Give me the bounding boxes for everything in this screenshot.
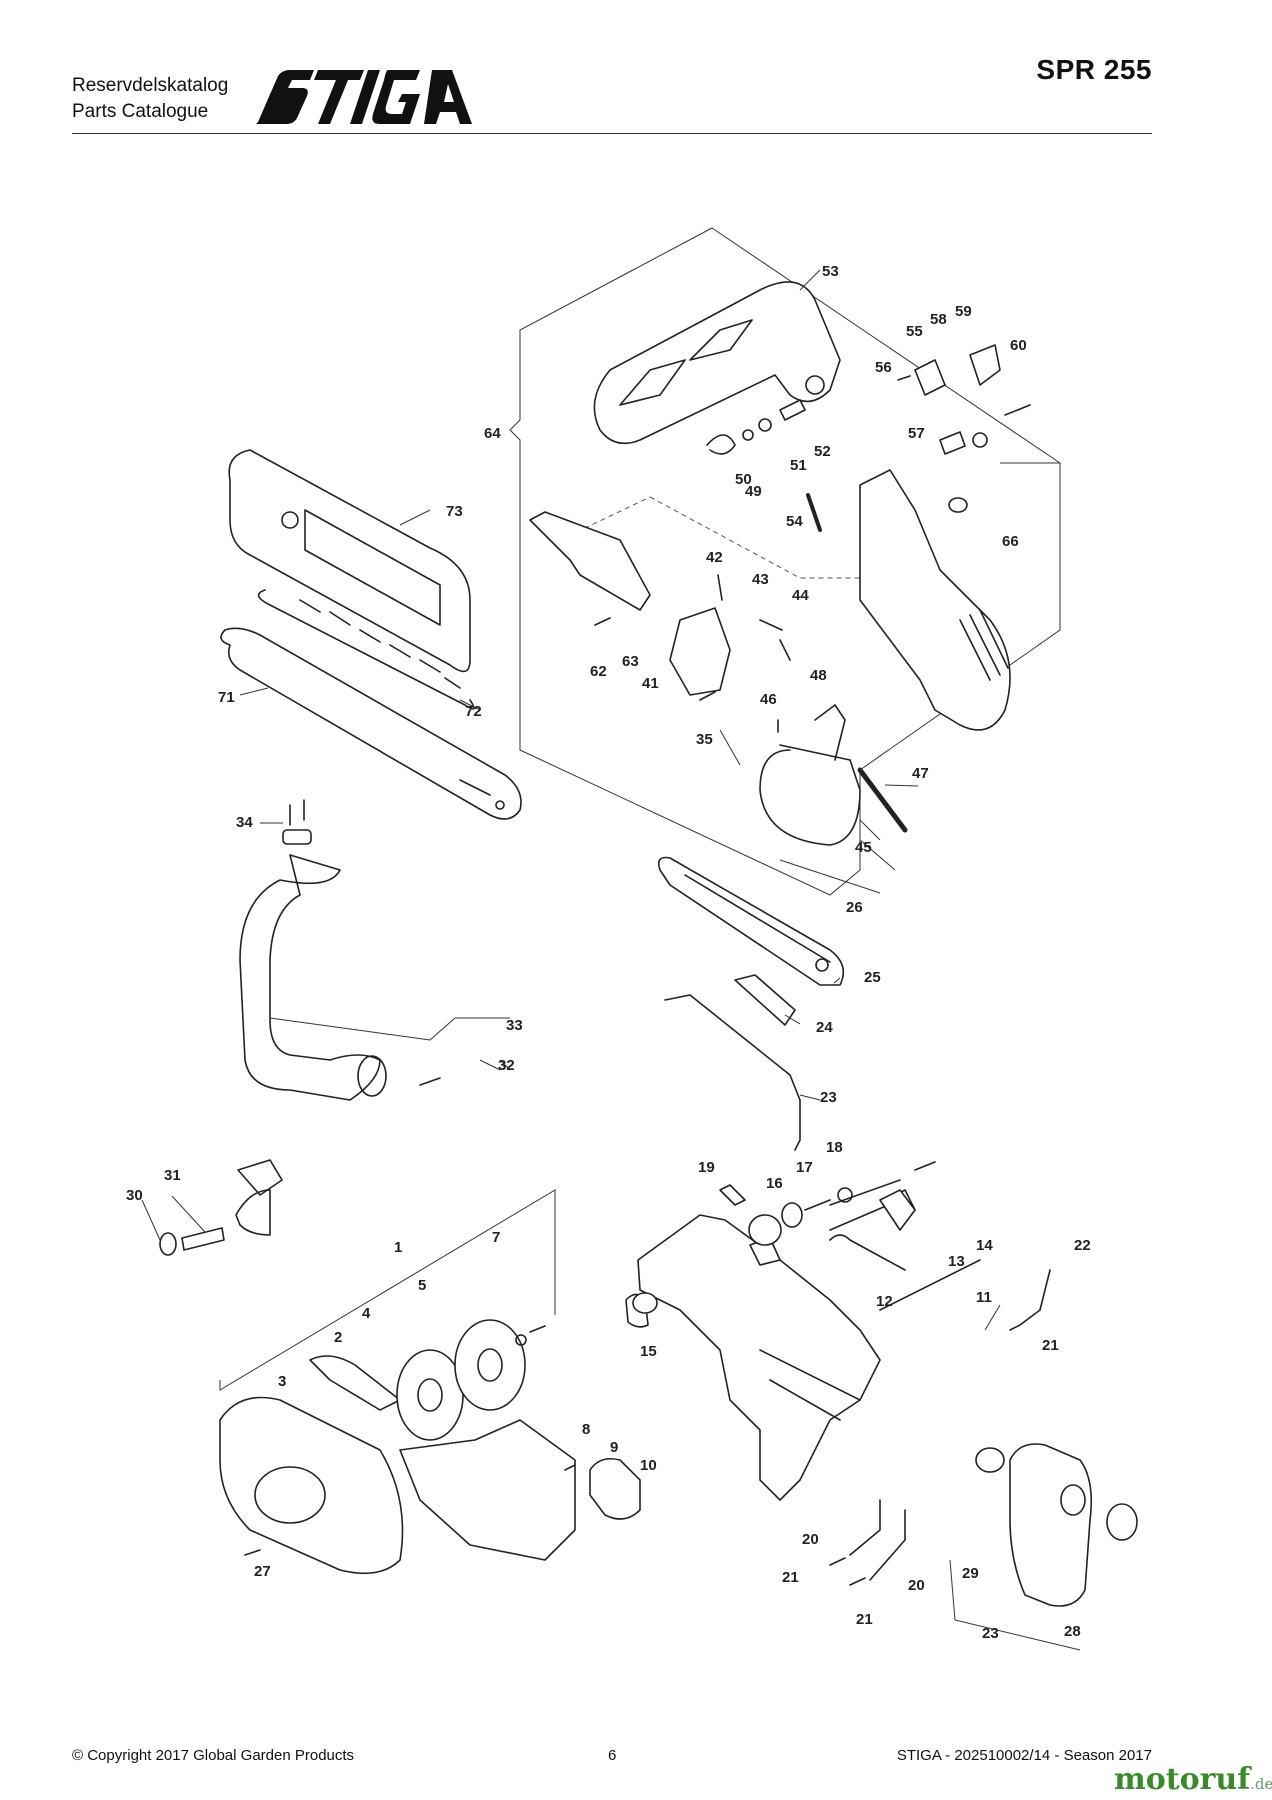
callout-18: 18 bbox=[826, 1139, 843, 1156]
callout-32: 31 bbox=[164, 1167, 181, 1184]
callout-21-a: 21 bbox=[1042, 1337, 1059, 1354]
callout-24: 23 bbox=[820, 1089, 837, 1106]
callout-54: 53 bbox=[822, 263, 839, 280]
callout-21-b: 21 bbox=[782, 1569, 799, 1586]
part-23-29-30-cap bbox=[949, 1443, 1138, 1651]
callout-33: 32 bbox=[498, 1057, 515, 1074]
callout-44: 43 bbox=[752, 571, 769, 588]
callout-20-b: 20 bbox=[908, 1577, 925, 1594]
part-50-61-small-parts bbox=[706, 344, 1031, 455]
callout-71: 71 bbox=[218, 689, 235, 706]
leader-lines bbox=[141, 269, 919, 1241]
part-1-starter bbox=[219, 1319, 546, 1575]
callout-49: 48 bbox=[810, 667, 827, 684]
callout-30: 29 bbox=[962, 1565, 979, 1582]
callout-43: 42 bbox=[706, 549, 723, 566]
callout-57: 56 bbox=[875, 359, 892, 376]
stiga-logo bbox=[256, 70, 472, 124]
callout-41: 35 bbox=[696, 731, 713, 748]
callout-13: 13 bbox=[948, 1253, 965, 1270]
model-number: SPR 255 bbox=[1036, 54, 1152, 85]
callout-47: 46 bbox=[760, 691, 777, 708]
callout-8: 8 bbox=[582, 1421, 590, 1438]
callout-10: 10 bbox=[640, 1457, 657, 1474]
callout-4: 4 bbox=[362, 1305, 371, 1322]
callout-61: 60 bbox=[1010, 337, 1027, 354]
callout-60: 59 bbox=[955, 303, 972, 320]
callout-26: 25 bbox=[864, 969, 881, 986]
part-20-21-22-fuel-lines bbox=[829, 1269, 1051, 1586]
callout-55: 54 bbox=[786, 513, 803, 530]
part-34-front-handle bbox=[239, 854, 387, 1101]
part-73-bar-cover bbox=[228, 449, 471, 673]
part-handle-housing bbox=[806, 469, 1011, 731]
callout-53: 52 bbox=[814, 443, 831, 460]
part-24-25-throttle bbox=[664, 974, 801, 1151]
header-rule bbox=[72, 133, 1152, 134]
part-31-32-33-fasteners bbox=[159, 1077, 441, 1256]
callout-72: 72 bbox=[465, 703, 482, 720]
callout-22: 22 bbox=[1074, 1237, 1091, 1254]
part-71-guide-bar bbox=[220, 627, 522, 820]
callout-59: 58 bbox=[930, 311, 947, 328]
part-12-19-small-parts bbox=[632, 1161, 936, 1314]
callout-45: 44 bbox=[792, 587, 809, 604]
callout-15: 15 bbox=[640, 1343, 657, 1360]
callout-17: 17 bbox=[796, 1159, 813, 1176]
callout-66: 66 bbox=[1002, 533, 1019, 550]
part-54-top-handle bbox=[593, 281, 841, 445]
callout-2: 2 bbox=[334, 1329, 342, 1346]
part-26-grip bbox=[657, 856, 845, 986]
motoruf-watermark: motoruf.de bbox=[1114, 1762, 1272, 1797]
callout-14: 14 bbox=[976, 1237, 993, 1254]
callout-21-c: 21 bbox=[856, 1611, 873, 1628]
callout-73: 73 bbox=[446, 503, 463, 520]
catalog-title-swedish: Reservdelskatalog bbox=[72, 75, 229, 96]
callout-52: 51 bbox=[790, 457, 807, 474]
callout-23: 23 bbox=[982, 1625, 999, 1642]
callout-28: 27 bbox=[254, 1563, 271, 1580]
callout-12: 12 bbox=[876, 1293, 893, 1310]
callout-62: 62 bbox=[590, 663, 607, 680]
callout-1: 1 bbox=[394, 1239, 402, 1256]
callout-29: 28 bbox=[1064, 1623, 1081, 1640]
callout-42: 41 bbox=[642, 675, 659, 692]
callout-34: 33 bbox=[506, 1017, 523, 1034]
group-64-outline bbox=[509, 227, 1061, 896]
callout-27: 26 bbox=[846, 899, 863, 916]
callout-7: 7 bbox=[492, 1229, 500, 1246]
callout-25: 24 bbox=[816, 1019, 833, 1036]
callout-5: 5 bbox=[418, 1277, 426, 1294]
callout-31: 30 bbox=[126, 1187, 143, 1204]
callout-35: 34 bbox=[236, 814, 253, 831]
part-11-engine-housing bbox=[625, 1179, 1001, 1501]
footer-page-number: 6 bbox=[608, 1747, 617, 1764]
part-35-screws bbox=[282, 799, 312, 845]
callout-3: 3 bbox=[278, 1373, 286, 1390]
callout-16: 16 bbox=[766, 1175, 783, 1192]
callout-63: 63 bbox=[622, 653, 639, 670]
callout-9: 9 bbox=[610, 1439, 618, 1456]
callout-20-a: 20 bbox=[802, 1531, 819, 1548]
callout-56: 55 bbox=[906, 323, 923, 340]
footer-copyright: © Copyright 2017 Global Garden Products bbox=[72, 1747, 355, 1764]
callout-58: 57 bbox=[908, 425, 925, 442]
part-8-9-10-clutch-cover bbox=[399, 1419, 641, 1561]
callout-numbers: 53 59 58 55 60 56 64 52 57 51 50 49 73 5… bbox=[126, 263, 1091, 1642]
callout-50: 49 bbox=[745, 483, 762, 500]
callout-51: 50 bbox=[735, 471, 752, 488]
callout-11: 11 bbox=[976, 1289, 992, 1306]
part-42-63-brake-parts bbox=[529, 511, 791, 733]
part-46-48-49-brake bbox=[759, 704, 908, 846]
callout-48: 47 bbox=[912, 765, 929, 782]
callout-64: 64 bbox=[484, 425, 501, 442]
catalog-title-english: Parts Catalogue bbox=[72, 101, 209, 122]
footer-catalog-number: STIGA - 202510002/14 - Season 2017 bbox=[896, 1747, 1152, 1764]
callout-19: 19 bbox=[698, 1159, 715, 1176]
callout-46: 45 bbox=[855, 839, 872, 856]
group-1-outline bbox=[219, 1189, 556, 1391]
